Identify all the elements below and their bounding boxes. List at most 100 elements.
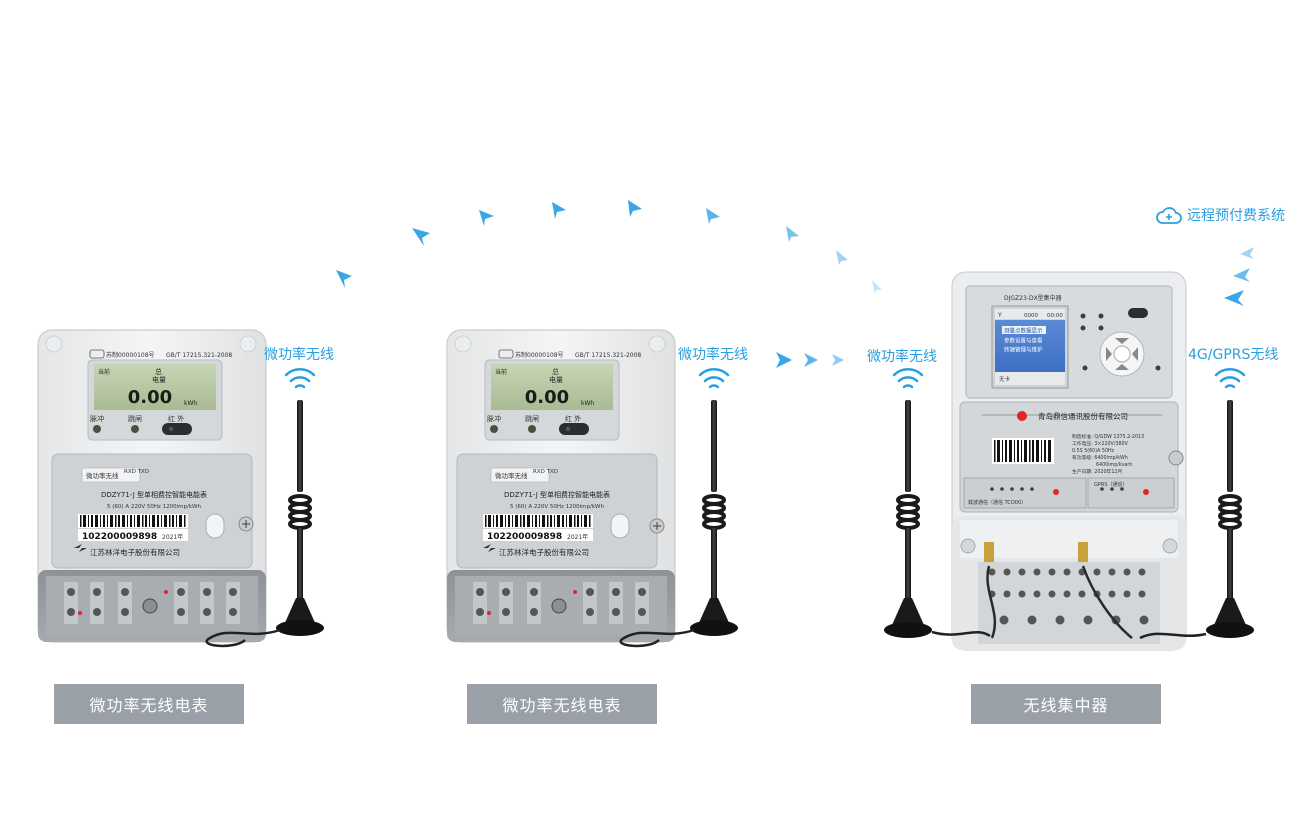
indicator-pulse-label: 脉冲 — [90, 414, 104, 423]
meter-company: 江苏林洋电子股份有限公司 — [499, 547, 589, 557]
wifi-icon — [284, 368, 316, 389]
lcd-left: 当前 — [98, 368, 110, 376]
indicator-trip-label: 跳闸 — [525, 414, 539, 423]
meter-serial: 102200009898 — [82, 532, 157, 542]
wireless-concentrator: DJGZ23-DX型集中器 Y 0000 00:00 测量点数据显示 参数设置与… — [951, 271, 1187, 651]
meter-standard: GB/T 17215.321-2008 — [166, 352, 232, 359]
smart-meter-2: 苏制00000108号 GB/T 17215.321-2008 当前 总 电量 … — [446, 329, 676, 643]
ir-port — [1128, 308, 1148, 318]
meter-cert: 苏制00000108号 — [106, 351, 155, 359]
antenna-4 — [1139, 400, 1254, 640]
channel-left: 载波通信（通信 TCO00） — [968, 499, 1026, 506]
screen-time: 00:00 — [1047, 313, 1063, 319]
rxd-txd: RXD TXD — [533, 469, 558, 475]
rxd-txd: RXD TXD — [124, 469, 149, 475]
meter-model: DDZY71-J 型单相费控智能电能表 — [101, 490, 207, 499]
screen-footer: 无卡 — [999, 375, 1011, 383]
uplink-label: 4G/GPRS无线 — [1188, 347, 1279, 363]
uplink-arrow — [1224, 290, 1244, 306]
company-logo-icon — [1017, 411, 1027, 421]
flow-arrow — [552, 202, 566, 219]
remote-prepaid-system: 远程预付费系统 — [1155, 205, 1285, 225]
barcode — [80, 515, 186, 527]
meter-company: 江苏林洋电子股份有限公司 — [90, 547, 180, 557]
flow-arrow — [872, 280, 882, 294]
trip-led — [131, 425, 139, 433]
pulse-led — [93, 425, 101, 433]
wifi-icon — [892, 368, 924, 389]
navigation-keypad — [1082, 331, 1161, 377]
indicator-ir-label: 红 外 — [168, 414, 184, 423]
conc-wireless-label: 微功率无线 — [867, 349, 937, 365]
company-logo-icon — [74, 544, 87, 552]
meter-spec: 5 (60) A 220V 50Hz 1200imp/kWh — [107, 504, 201, 510]
signal-icon: Y — [997, 312, 1002, 319]
lcd-value: 0.00 — [525, 387, 569, 408]
meter-serial: 102200009898 — [487, 532, 562, 542]
sma-connector — [1078, 542, 1088, 566]
uplink-arrow — [1240, 247, 1254, 259]
barcode — [485, 515, 591, 527]
concentrator-caption: 无线集中器 — [971, 684, 1161, 724]
indicator-trip-label: 跳闸 — [128, 414, 142, 423]
flow-arrow — [336, 270, 352, 288]
meter-cert: 苏制00000108号 — [515, 351, 564, 359]
wifi-icon — [698, 368, 730, 389]
company-logo-icon — [483, 544, 496, 552]
meter1-caption: 微功率无线电表 — [54, 684, 244, 724]
status-leds — [1080, 313, 1104, 331]
sma-connector — [984, 542, 994, 566]
cloud-icon — [1156, 207, 1182, 224]
conc-terminals — [988, 568, 1149, 625]
menu-item-3: 终端管理与维护 — [1004, 346, 1043, 354]
smart-meter-1: 苏制00000108号 GB/T 17215.321-2008 当前 总 电量 … — [37, 329, 267, 643]
flow-arrow — [412, 228, 430, 246]
antenna-2 — [619, 400, 738, 648]
flow-arrow — [706, 208, 720, 224]
wireless-module-label: 微功率无线 — [86, 471, 119, 480]
uplink-arrow — [1233, 268, 1250, 282]
flow-arrow — [479, 210, 494, 226]
screen-code: 0000 — [1024, 313, 1038, 319]
spec-line-1: 制造标准: Q/GDW 1375.2-2013 — [1072, 433, 1144, 440]
flow-arrow — [786, 226, 799, 242]
lcd-label: 电量 — [549, 375, 563, 384]
conc-model: DJGZ23-DX型集中器 — [1004, 294, 1062, 302]
indicator-ir-label: 红 外 — [565, 414, 581, 423]
data-flow-arrows — [336, 200, 1254, 368]
lcd-left: 当前 — [495, 368, 507, 376]
antenna-3 — [884, 400, 991, 638]
flow-arrow — [776, 352, 792, 368]
terminal-screws — [64, 582, 240, 624]
conc-barcode — [994, 440, 1051, 462]
lcd-top: 总 — [155, 367, 162, 376]
meter-year: 2021年 — [162, 533, 183, 541]
terminal-screws — [473, 582, 649, 624]
menu-item-1: 测量点数据显示 — [1004, 327, 1043, 335]
meter-standard: GB/T 17215.321-2008 — [575, 352, 641, 359]
flow-arrow — [832, 354, 844, 366]
spec-line-6: 生产日期: 2020年12月 — [1072, 468, 1122, 475]
flow-arrow — [804, 353, 818, 367]
meter1-wireless-label: 微功率无线 — [264, 347, 334, 363]
antenna-1 — [205, 400, 324, 648]
meter-model: DDZY71-J 型单相费控智能电能表 — [504, 490, 610, 499]
flow-arrow — [836, 250, 848, 265]
spec-line-2: 工作电压: 3×220V/380V — [1072, 440, 1129, 447]
meter2-wireless-label: 微功率无线 — [678, 347, 748, 363]
meter2-caption: 微功率无线电表 — [467, 684, 657, 724]
trip-led — [528, 425, 536, 433]
indicator-pulse-label: 脉冲 — [487, 414, 501, 423]
wireless-module-label: 微功率无线 — [495, 471, 528, 480]
system-label: 远程预付费系统 — [1187, 208, 1285, 224]
lcd-label: 电量 — [152, 375, 166, 384]
wifi-icon — [1214, 368, 1246, 389]
meter-spec: 5 (60) A 220V 50Hz 1200imp/kWh — [510, 504, 604, 510]
menu-item-2: 参数设置与查看 — [1004, 337, 1043, 345]
flow-arrow — [628, 200, 642, 217]
meter-year: 2021年 — [567, 533, 588, 541]
spec-line-5: 6400imp/kvarh — [1096, 462, 1132, 468]
lcd-unit: kWh — [581, 400, 594, 407]
pulse-led — [490, 425, 498, 433]
